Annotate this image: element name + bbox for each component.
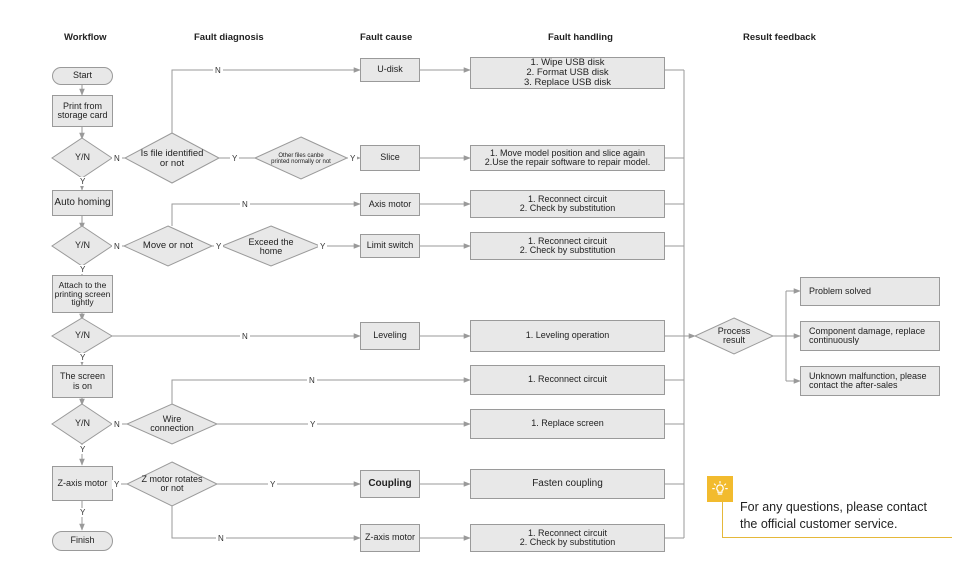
yn-label-3: Y/N	[74, 330, 90, 341]
wire-connection-diamond	[125, 403, 219, 445]
auto-homing-node: Auto homing	[52, 190, 113, 216]
edge-label-n: N	[216, 534, 226, 543]
edge-label-n: N	[307, 376, 317, 385]
header-fault-handling: Fault handling	[548, 32, 613, 43]
cause-coupling: Coupling	[360, 470, 420, 498]
yn-label-4: Y/N	[74, 418, 90, 429]
z-axis-motor-node: Z-axis motor	[52, 466, 113, 501]
handling-replace-screen: 1. Replace screen	[470, 409, 665, 439]
edge-label-n: N	[112, 154, 122, 163]
edge-label-y: Y	[318, 242, 328, 251]
header-fault-diagnosis: Fault diagnosis	[194, 32, 264, 43]
handling-u-disk: 1. Wipe USB disk 2. Format USB disk 3. R…	[470, 57, 665, 89]
cause-leveling: Leveling	[360, 322, 420, 350]
screen-on-node: The screen is on	[52, 365, 113, 398]
edge-label-n: N	[112, 420, 122, 429]
edge-label-y: Y	[268, 480, 278, 489]
process-result-diamond	[693, 317, 775, 355]
file-identified-diamond	[123, 132, 221, 184]
edge-label-y: Y	[78, 353, 88, 362]
header-workflow: Workflow	[64, 32, 107, 43]
edge-label-n: N	[112, 242, 122, 251]
outcome-problem-solved: Problem solved	[800, 277, 940, 306]
edge-label-y: Y	[78, 265, 88, 274]
contact-note-frame	[722, 478, 952, 538]
handling-axis-motor: 1. Reconnect circuit 2. Check by substit…	[470, 190, 665, 218]
yn-diamond-4	[51, 403, 113, 445]
handling-fasten-coupling: Fasten coupling	[470, 469, 665, 499]
outcome-unknown-malfunction: Unknown malfunction, please contact the …	[800, 366, 940, 396]
contact-note-text: For any questions, please contact the of…	[740, 500, 927, 531]
z-rotate-text: Z motor rotates or not	[141, 473, 203, 493]
z-rotate-diamond	[125, 461, 219, 507]
edge-label-y: Y	[230, 154, 240, 163]
file-identified-text: Is file identified or not	[140, 148, 204, 169]
other-files-diamond	[253, 136, 349, 180]
cause-z-axis-motor: Z-axis motor	[360, 524, 420, 552]
edge-label-y: Y	[78, 177, 88, 186]
handling-reconnect-circuit: 1. Reconnect circuit	[470, 365, 665, 395]
edge-label-y: Y	[78, 508, 88, 517]
edge-label-y: Y	[348, 154, 358, 163]
wire-connection-text: Wire connection	[150, 413, 194, 433]
print-from-card-node: Print from storage card	[52, 95, 113, 127]
exceed-home-diamond	[220, 225, 322, 267]
handling-leveling: 1. Leveling operation	[470, 320, 665, 352]
cause-axis-motor: Axis motor	[360, 193, 420, 216]
handling-z-axis-motor: 1. Reconnect circuit 2. Check by substit…	[470, 524, 665, 552]
handling-limit-switch: 1. Reconnect circuit 2. Check by substit…	[470, 232, 665, 260]
edge-label-n: N	[213, 66, 223, 75]
edge-label-y: Y	[112, 480, 122, 489]
exceed-home-text: Exceed the home	[248, 236, 294, 256]
edge-label-y: Y	[308, 420, 318, 429]
start-node: Start	[52, 67, 113, 85]
move-diamond	[122, 225, 214, 267]
edge-label-n: N	[240, 200, 250, 209]
header-fault-cause: Fault cause	[360, 32, 413, 43]
edge-label-n: N	[240, 332, 250, 341]
yn-label-1: Y/N	[74, 152, 90, 163]
header-result-feedback: Result feedback	[743, 32, 816, 43]
cause-slice: Slice	[360, 145, 420, 171]
edge-label-y: Y	[214, 242, 224, 251]
attach-screen-node: Attach to the printing screen tightly	[52, 275, 113, 313]
lightbulb-icon	[707, 476, 733, 502]
yn-label-2: Y/N	[74, 240, 90, 251]
process-result-text: Process result	[717, 325, 751, 345]
handling-slice: 1. Move model position and slice again 2…	[470, 145, 665, 171]
move-text: Move or not	[142, 240, 194, 252]
cause-u-disk: U-disk	[360, 58, 420, 82]
finish-node: Finish	[52, 531, 113, 551]
outcome-component-damage: Component damage, replace continuously	[800, 321, 940, 351]
cause-limit-switch: Limit switch	[360, 234, 420, 258]
other-files-text: Other files canbe printed normally or no…	[271, 152, 331, 165]
edge-label-y: Y	[78, 445, 88, 454]
